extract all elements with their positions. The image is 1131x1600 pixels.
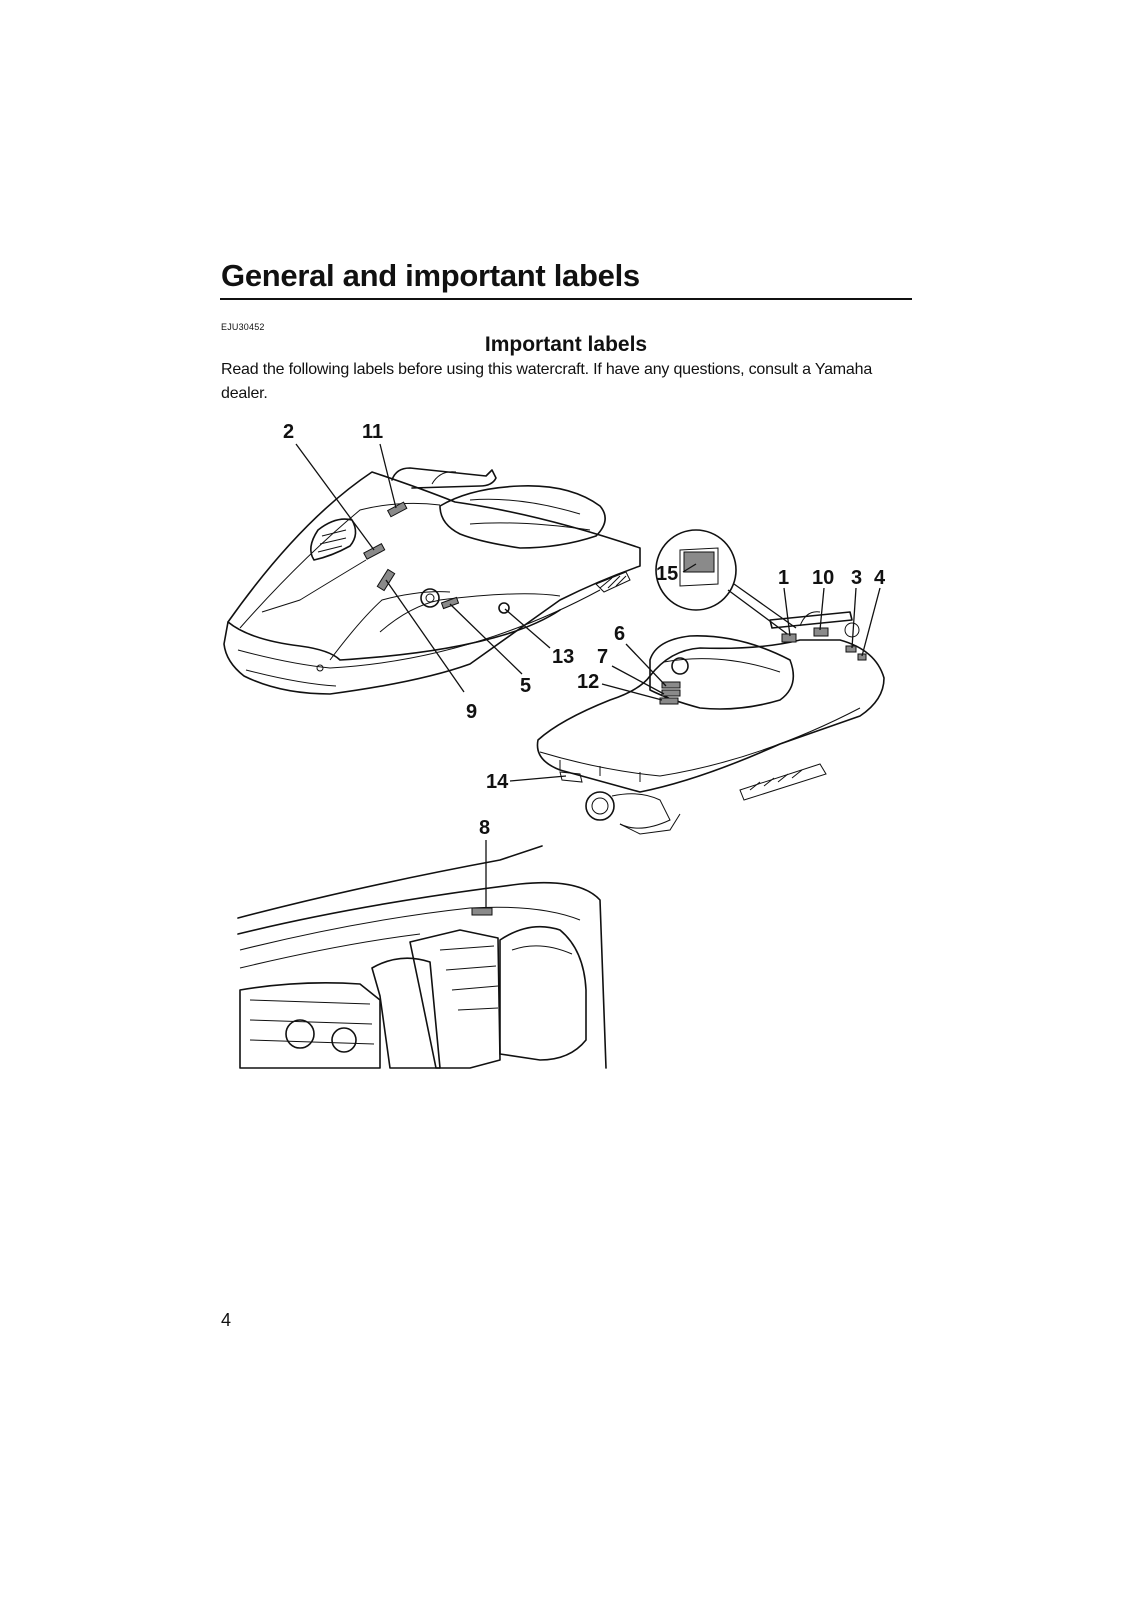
section-title: Important labels — [484, 333, 648, 356]
callout-8: 8 — [479, 817, 490, 839]
callout-3: 3 — [851, 567, 862, 589]
chapter-title: General and important labels — [221, 258, 640, 293]
callout-14: 14 — [486, 771, 509, 793]
callout-2: 2 — [283, 421, 294, 443]
watercraft-rear-view — [509, 529, 885, 835]
callout-5: 5 — [520, 675, 531, 697]
callout-4: 4 — [874, 567, 886, 589]
callout-6: 6 — [614, 623, 625, 645]
intro-paragraph: Read the following labels before using t… — [221, 361, 873, 402]
callout-11: 11 — [362, 421, 383, 443]
callout-15: 15 — [656, 563, 678, 585]
callout-12: 12 — [577, 671, 599, 693]
page-number: 4 — [221, 1310, 232, 1330]
document-code: EJU30452 — [221, 322, 265, 332]
callout-9: 9 — [466, 701, 477, 723]
callout-10: 10 — [812, 567, 834, 589]
callout-1: 1 — [778, 567, 789, 589]
watercraft-front-view — [223, 443, 641, 695]
callout-13: 13 — [552, 646, 574, 668]
engine-compartment-view — [237, 840, 607, 1069]
title-rule — [220, 298, 912, 300]
callout-7: 7 — [597, 646, 608, 668]
